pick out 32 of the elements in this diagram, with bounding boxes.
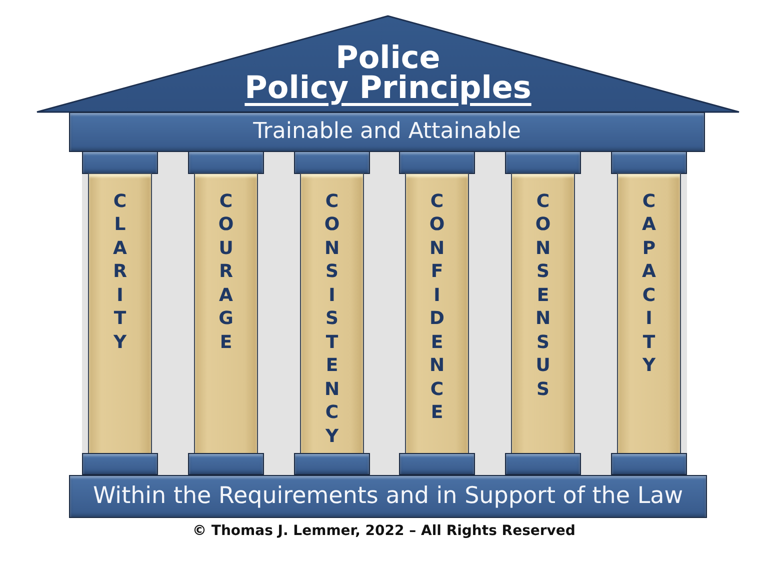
column-capital <box>294 151 370 174</box>
column-base <box>82 453 158 475</box>
column-base <box>294 453 370 475</box>
column-shaft <box>405 173 469 454</box>
vertical-label: CONFIDENCE <box>428 190 446 424</box>
band-label: Within the Requirements and in Support of the Law <box>92 482 684 510</box>
column-capital <box>611 151 687 174</box>
column-capital <box>188 151 264 174</box>
column-base <box>399 453 475 475</box>
column-shaft <box>511 173 575 454</box>
foundation-band <box>69 475 707 518</box>
roof-pediment <box>36 15 740 113</box>
column-base <box>611 453 687 475</box>
column-shaft <box>300 173 364 454</box>
underlined-heading-text: Policy Principles <box>244 73 532 108</box>
column-capital <box>82 151 158 174</box>
column-shaft <box>88 173 152 454</box>
vertical-label: CLARITY <box>112 190 128 354</box>
architrave-band <box>69 112 705 152</box>
column-base <box>188 453 264 475</box>
band-label: Trainable and Attainable <box>253 118 521 146</box>
column-capital <box>505 151 581 174</box>
column-shaft <box>194 173 258 454</box>
vertical-label: CONSISTENCY <box>323 190 341 448</box>
column-shaft <box>617 173 681 454</box>
vertical-label: CAPACITY <box>641 190 657 378</box>
heading-text: Police <box>336 43 440 73</box>
vertical-label: COURAGE <box>217 190 235 354</box>
column-capital <box>399 151 475 174</box>
vertical-label: CONSENSUS <box>534 190 552 401</box>
column-base <box>505 453 581 475</box>
copyright-notice: © Thomas J. Lemmer, 2022 – All Rights Reserved <box>192 523 576 540</box>
